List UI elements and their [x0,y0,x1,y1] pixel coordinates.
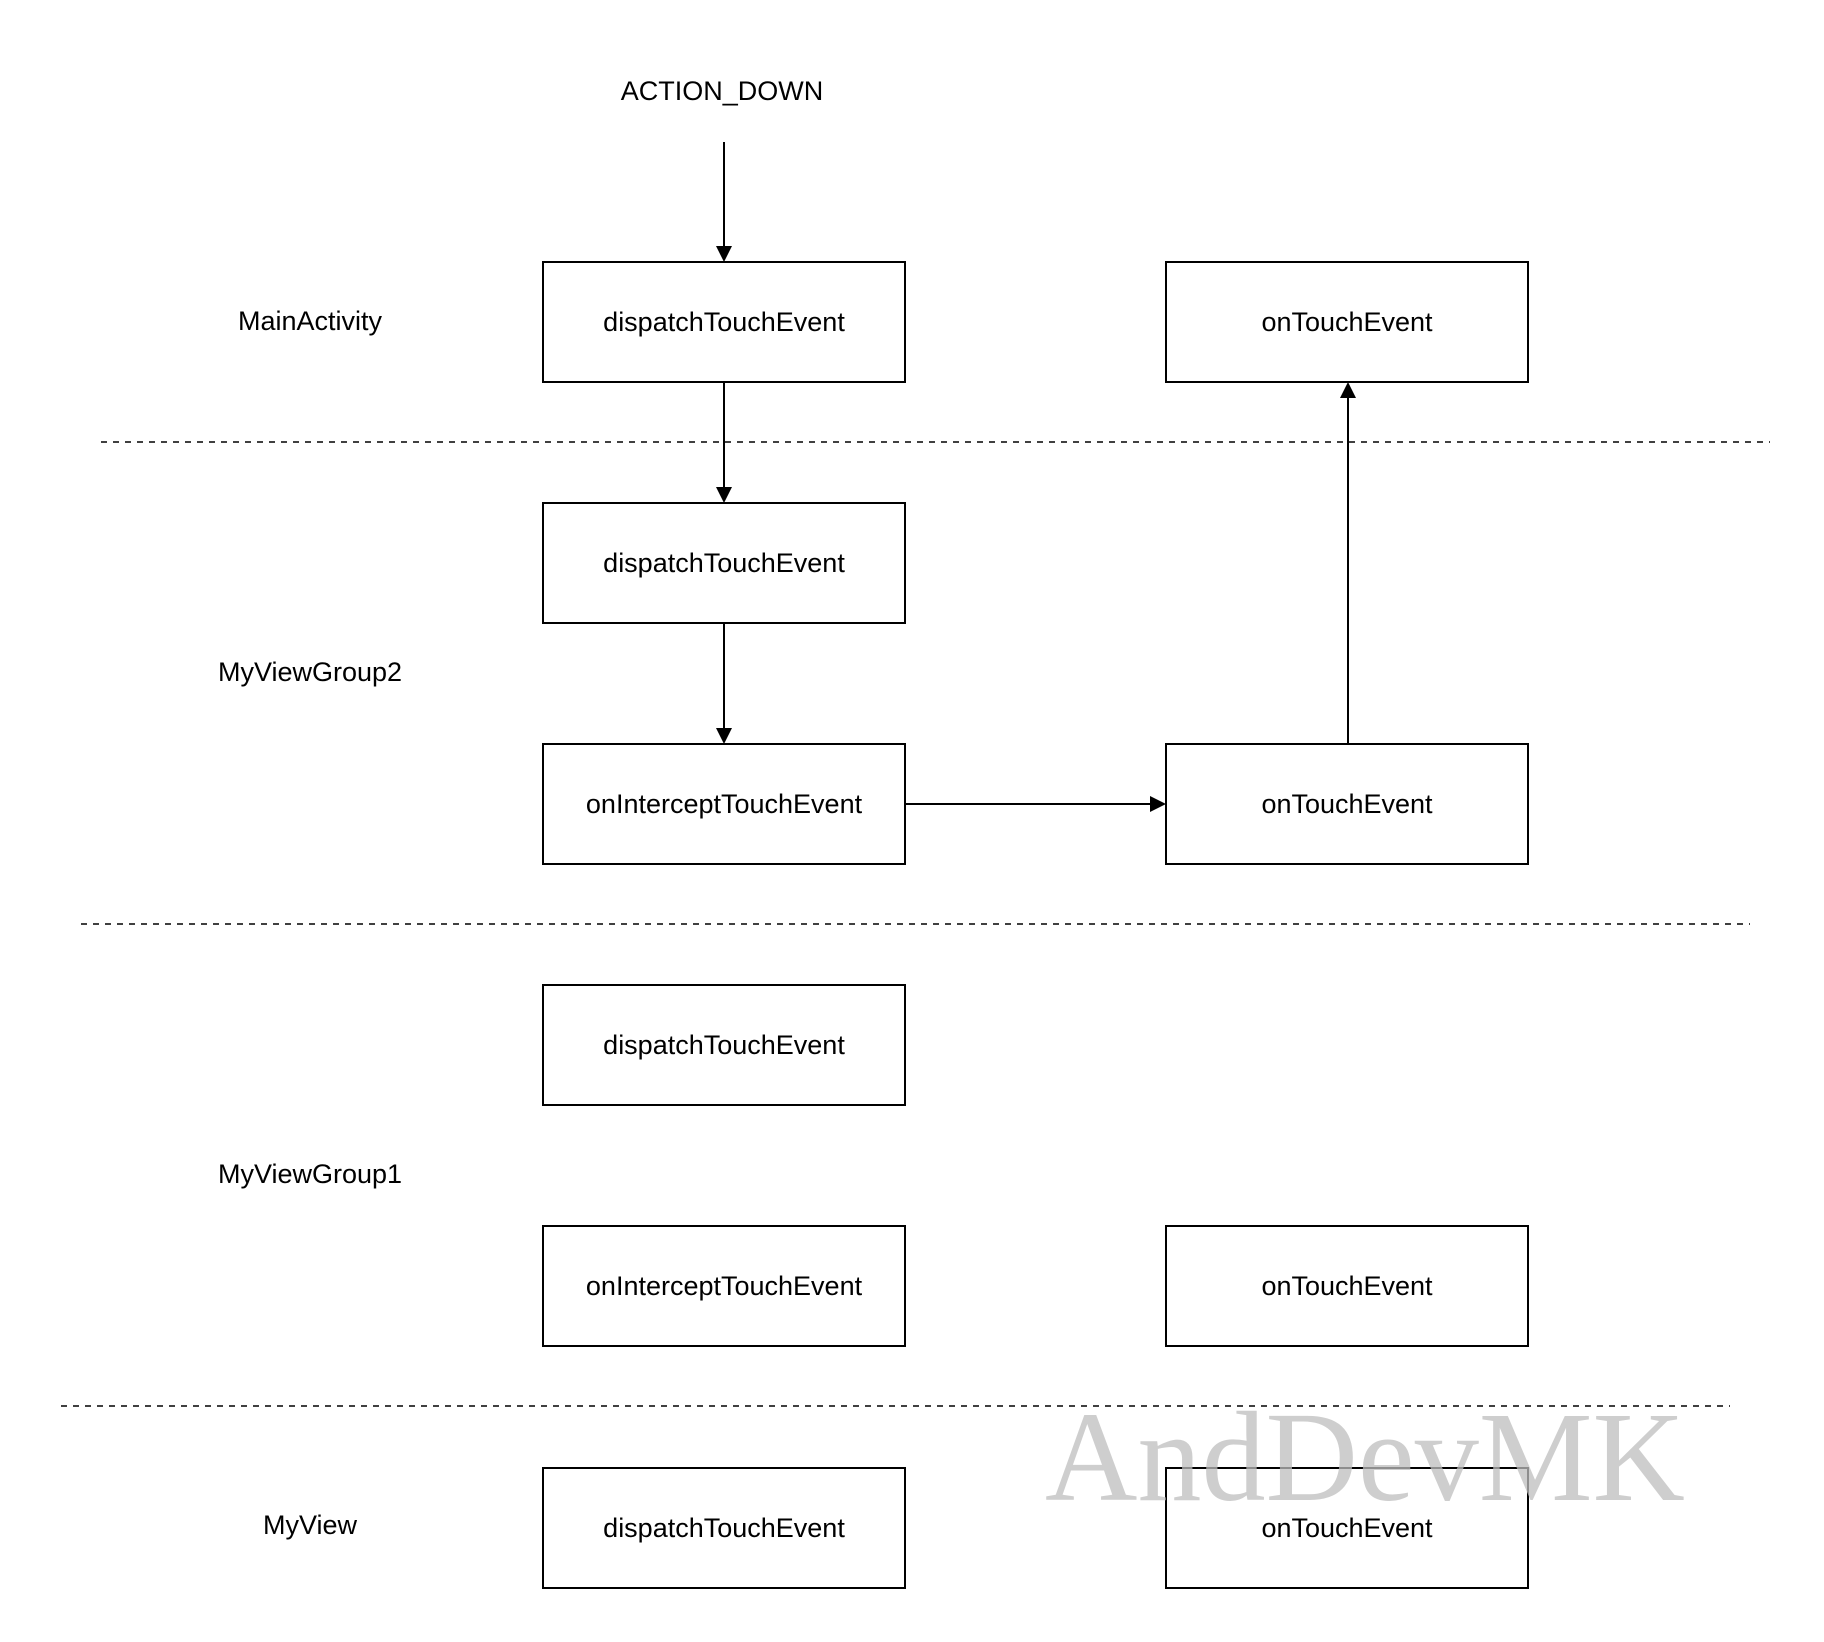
box-label: dispatchTouchEvent [603,548,845,578]
layer-label-my-view-group2: MyViewGroup2 [218,657,402,687]
box-label: onInterceptTouchEvent [586,1271,863,1301]
group2-on-touch-box: onTouchEvent [1165,743,1529,865]
main-activity-dispatch-box: dispatchTouchEvent [542,261,906,383]
group2-intercept-box: onInterceptTouchEvent [542,743,906,865]
start-event-label: ACTION_DOWN [621,76,824,106]
arrowhead [1150,796,1166,812]
arrowhead [1340,382,1356,398]
group1-on-touch-box: onTouchEvent [1165,1225,1529,1347]
arrowhead [716,246,732,262]
group1-dispatch-box: dispatchTouchEvent [542,984,906,1106]
box-label: onTouchEvent [1261,1271,1433,1301]
view-dispatch-box: dispatchTouchEvent [542,1467,906,1589]
box-label: onInterceptTouchEvent [586,789,863,819]
box-label: onTouchEvent [1261,1513,1433,1543]
watermark: AndDevMK [1045,1386,1685,1528]
box-label: dispatchTouchEvent [603,1030,845,1060]
box-label: dispatchTouchEvent [603,1513,845,1543]
view-on-touch-box: onTouchEvent [1165,1467,1529,1589]
group2-dispatch-box: dispatchTouchEvent [542,502,906,624]
layer-label-my-view: MyView [263,1510,358,1540]
arrowhead [716,728,732,744]
main-activity-on-touch-box: onTouchEvent [1165,261,1529,383]
box-label: dispatchTouchEvent [603,307,845,337]
group1-intercept-box: onInterceptTouchEvent [542,1225,906,1347]
layer-label-main-activity: MainActivity [238,306,383,336]
arrowhead [716,487,732,503]
box-label: onTouchEvent [1261,789,1433,819]
box-label: onTouchEvent [1261,307,1433,337]
layer-label-my-view-group1: MyViewGroup1 [218,1159,402,1189]
